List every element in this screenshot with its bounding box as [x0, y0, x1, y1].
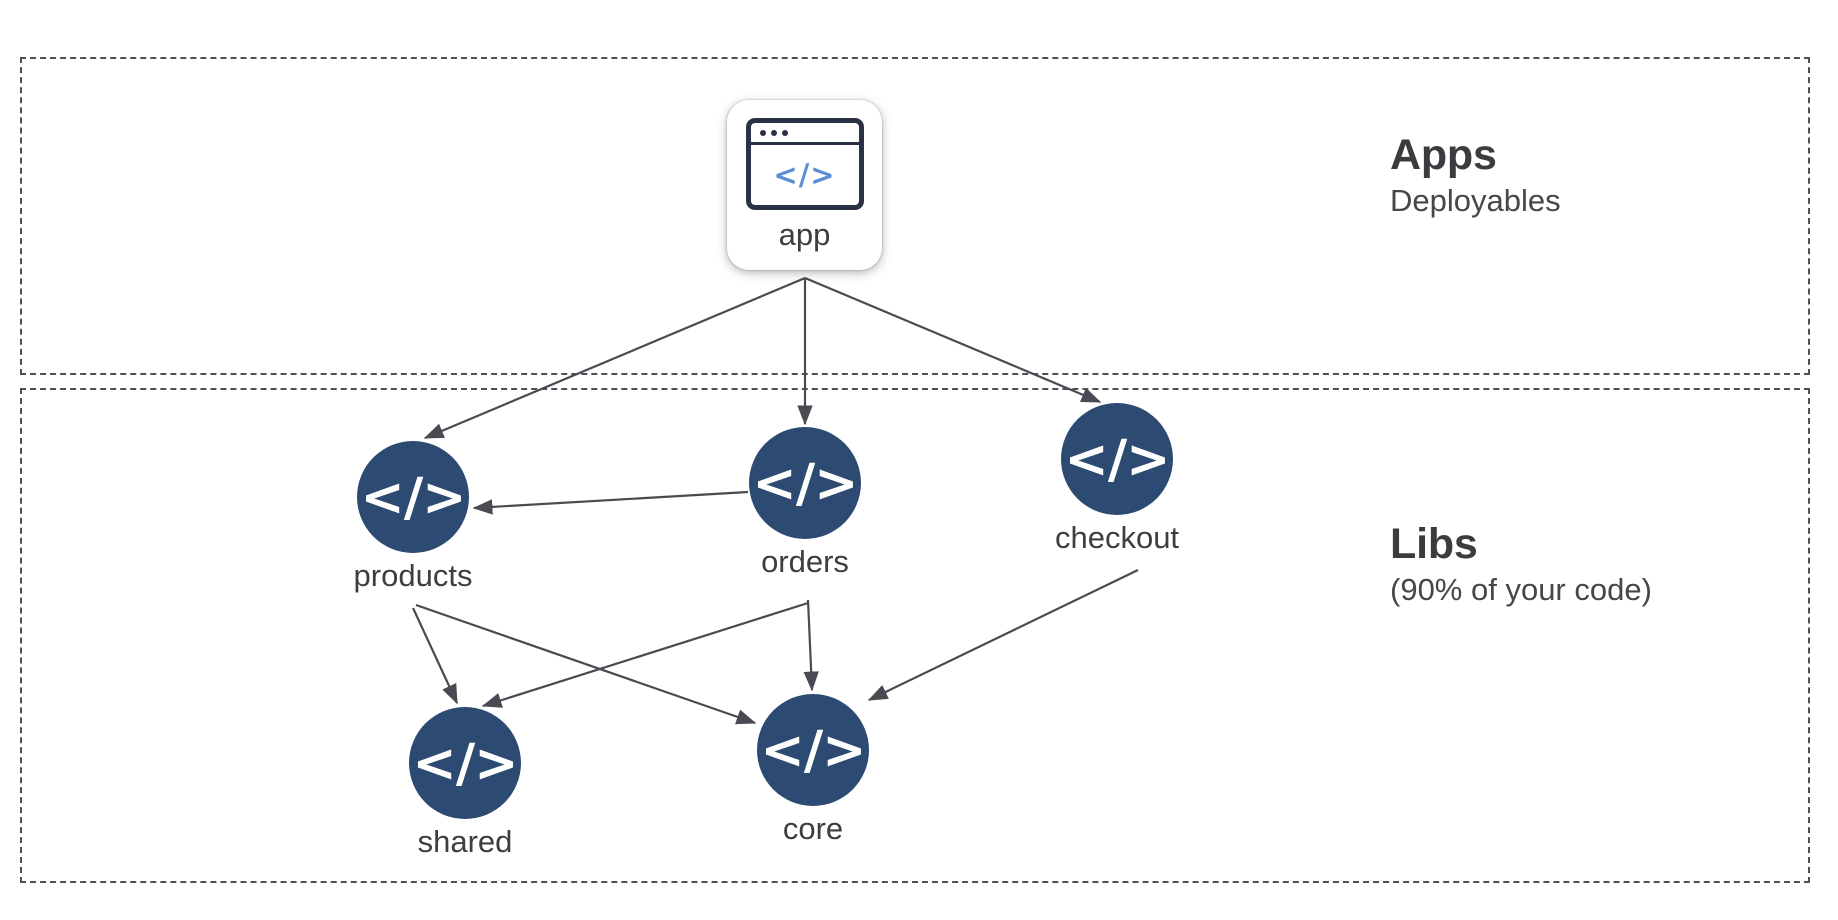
browser-window-code-icon: </> — [745, 118, 864, 210]
node-core[interactable]: </> core — [757, 694, 869, 846]
region-apps-caption: Apps Deployables — [1390, 132, 1561, 221]
region-apps-subtitle: Deployables — [1390, 183, 1561, 219]
code-glyph-icon: </> — [773, 157, 836, 192]
node-app[interactable]: </> app — [727, 100, 882, 270]
code-glyph-icon: </> — [1064, 428, 1170, 490]
node-shared[interactable]: </> shared — [409, 707, 521, 859]
node-checkout-label: checkout — [1054, 520, 1180, 555]
code-glyph-icon: </> — [752, 452, 858, 514]
node-orders-label: orders — [761, 544, 849, 579]
browser-titlebar — [750, 123, 859, 145]
region-apps-title: Apps — [1390, 131, 1497, 179]
node-app-label: app — [778, 217, 831, 252]
node-products-circle: </> — [357, 441, 469, 553]
browser-dot-2 — [770, 129, 777, 136]
code-glyph-icon: </> — [360, 466, 466, 528]
region-libs-title: Libs — [1390, 520, 1478, 568]
region-libs-caption: Libs (90% of your code) — [1390, 521, 1652, 610]
region-libs — [20, 388, 1810, 883]
node-core-label: core — [782, 811, 844, 846]
browser-dot-3 — [781, 129, 788, 136]
node-products-label: products — [353, 558, 473, 593]
code-glyph-icon: </> — [760, 719, 866, 781]
node-shared-circle: </> — [409, 707, 521, 819]
browser-content: </> — [751, 145, 859, 205]
node-products[interactable]: </> products — [354, 441, 472, 593]
node-checkout-circle: </> — [1061, 403, 1173, 515]
node-orders-circle: </> — [749, 427, 861, 539]
node-orders[interactable]: </> orders — [749, 427, 861, 579]
code-glyph-icon: </> — [412, 732, 518, 794]
node-core-circle: </> — [757, 694, 869, 806]
node-checkout[interactable]: </> checkout — [1055, 403, 1179, 555]
browser-dot-1 — [759, 129, 766, 136]
node-shared-label: shared — [417, 824, 513, 859]
region-libs-subtitle: (90% of your code) — [1390, 572, 1652, 608]
